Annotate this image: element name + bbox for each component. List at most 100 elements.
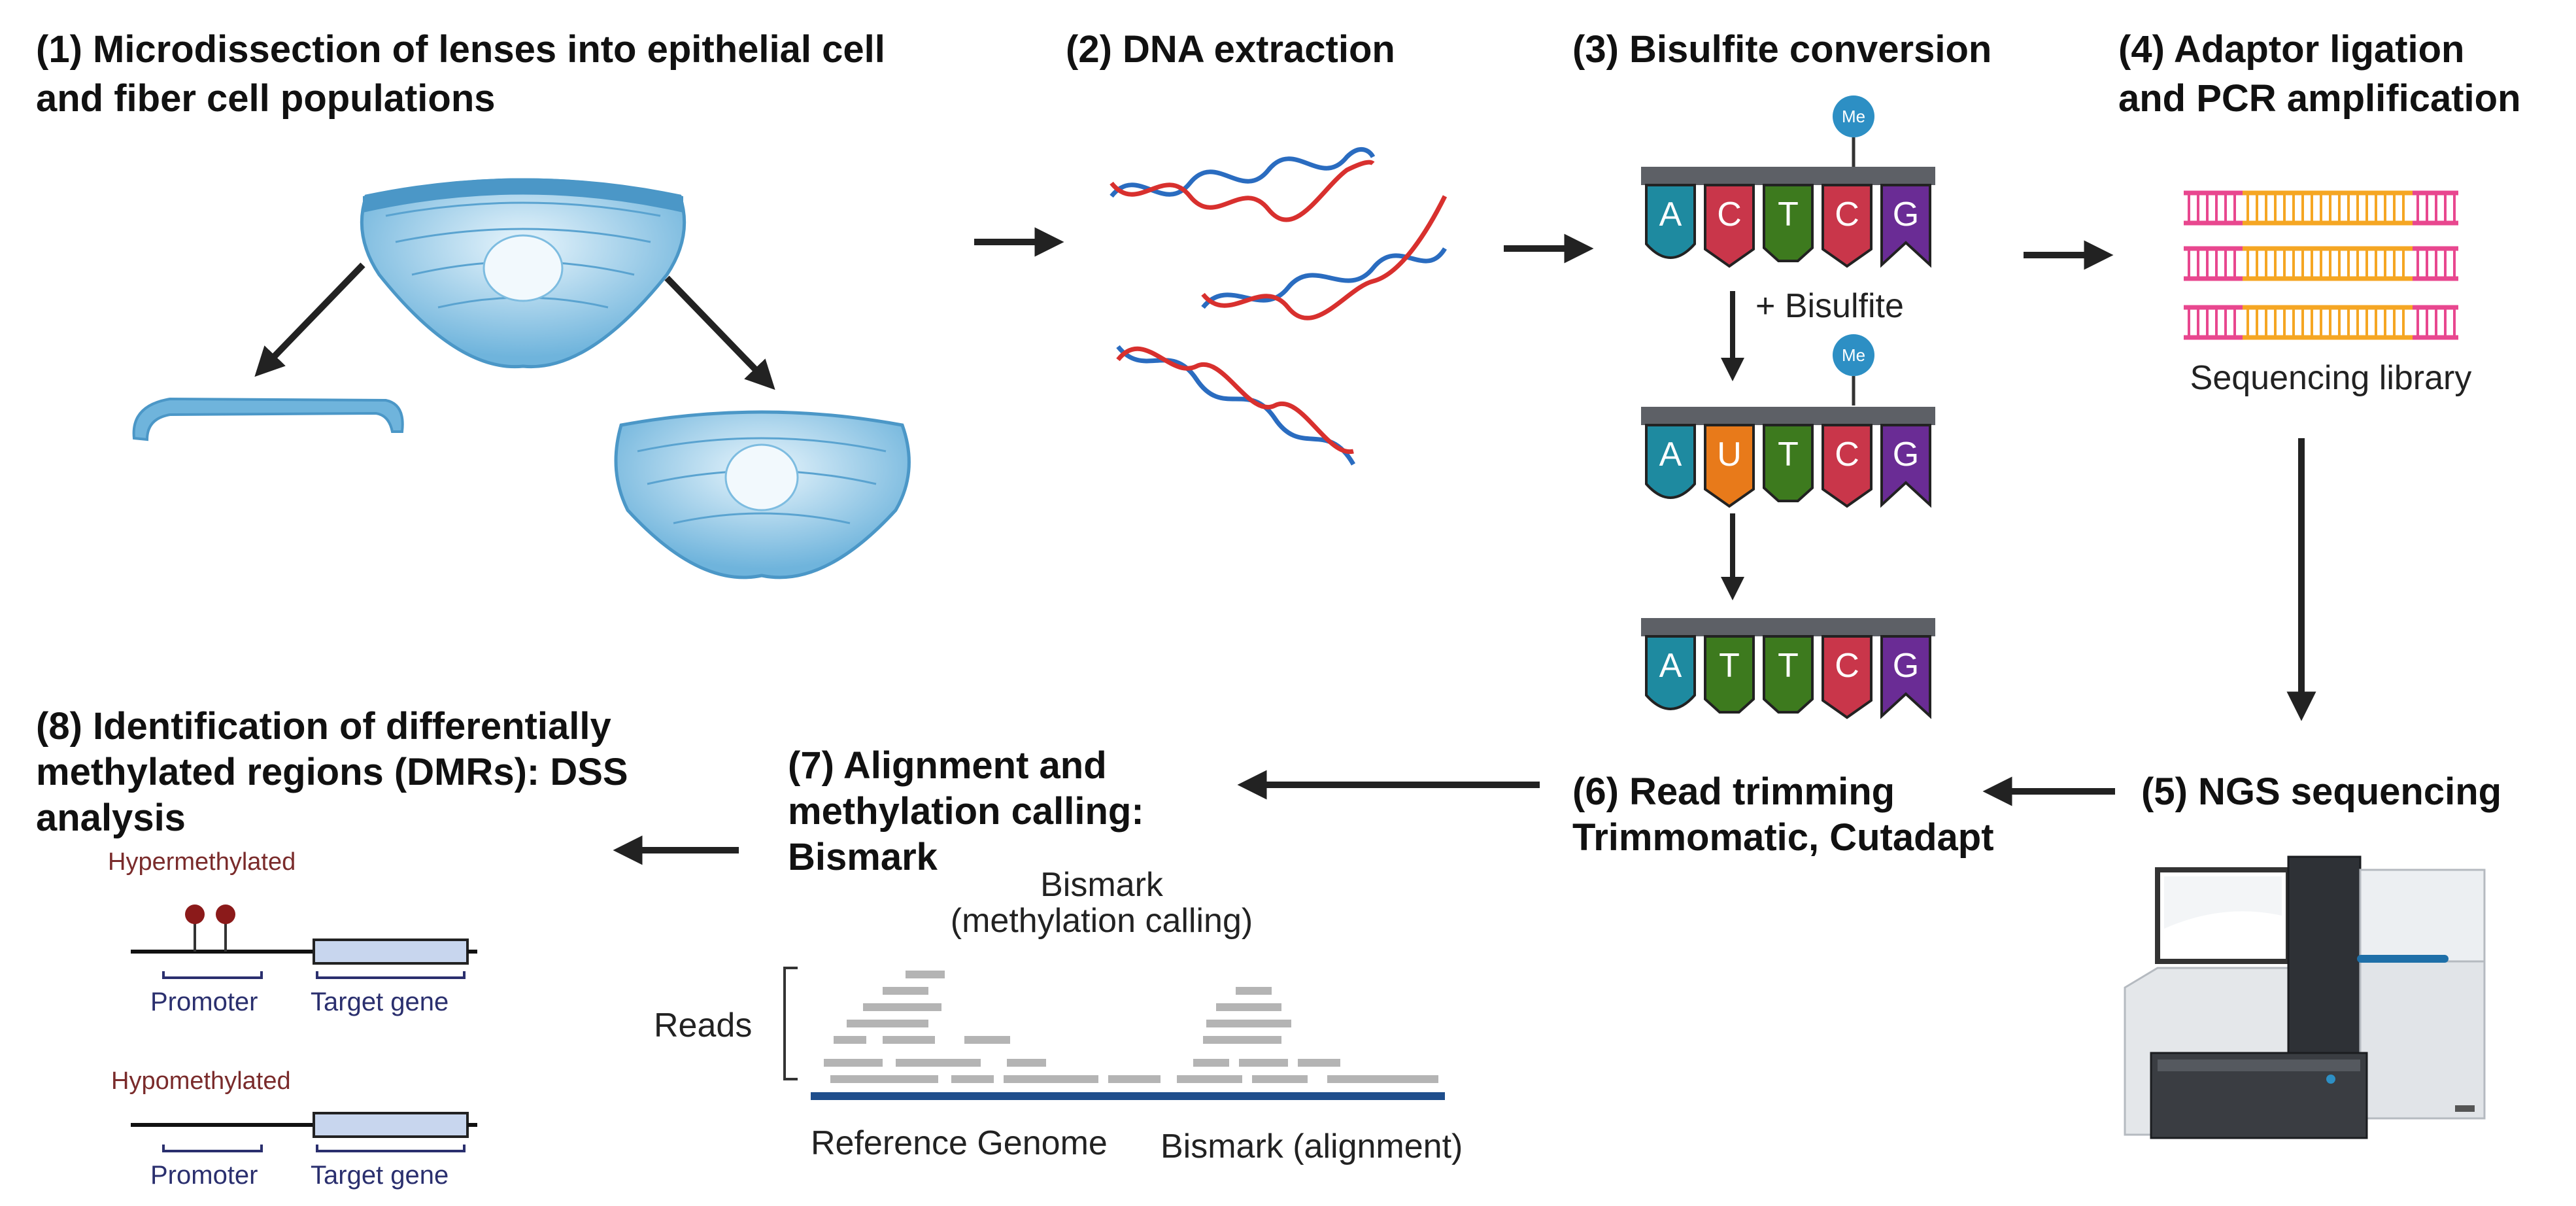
target-gene-box-2: [313, 1112, 469, 1138]
backbone-row1: [1641, 167, 1935, 185]
base-row3-3: [1822, 635, 1873, 719]
base-letter-row2-0: A: [1659, 436, 1682, 474]
hypomethylated-locus: [131, 1112, 477, 1152]
read-2: [863, 1003, 941, 1011]
methylation-pin-1: [185, 904, 205, 924]
dna-strand-1: [1110, 147, 1376, 222]
base-letter-row3-1: T: [1719, 647, 1740, 685]
arrow-to-fiber: [664, 275, 775, 390]
promoter-label-1: Promoter: [150, 988, 258, 1016]
bismark-calling-line2: (methylation calling): [951, 902, 1253, 940]
hypermethylated-label: Hypermethylated: [108, 848, 296, 876]
base-letter-row2-4: G: [1893, 436, 1919, 474]
base-letter-row1-3: C: [1835, 196, 1859, 233]
library-fragment-1: [2184, 246, 2458, 281]
aligned-reads: [824, 971, 1438, 1083]
base-letter-row3-0: A: [1659, 647, 1682, 685]
base-row1-2: [1763, 184, 1814, 262]
base-row2-2: [1763, 424, 1814, 502]
reference-genome-label: Reference Genome: [811, 1124, 1108, 1162]
library-fragment-2: [2184, 305, 2458, 340]
methylation-pin-2: [216, 904, 235, 924]
read-8: [896, 1059, 981, 1067]
reference-genome-bar: [811, 1092, 1445, 1100]
read-10: [830, 1075, 938, 1083]
read-20: [1298, 1059, 1340, 1067]
step7-title-line2: methylation calling:: [788, 790, 1144, 833]
hypomethylated-label: Hypomethylated: [111, 1067, 291, 1095]
step8-title-line3: analysis: [36, 797, 186, 839]
step7-title-line3: Bismark: [788, 836, 938, 878]
base-row2-3: [1822, 424, 1873, 508]
step4-title-line1: (4) Adaptor ligation: [2118, 28, 2464, 71]
step7-title-line1: (7) Alignment and: [788, 744, 1107, 787]
base-row3-0: [1645, 635, 1696, 710]
read-16: [1206, 1020, 1291, 1027]
base-row3-1: [1704, 635, 1755, 714]
step6-title-line2: Trimmomatic, Cutadapt: [1572, 816, 1994, 859]
target-gene-label-2: Target gene: [311, 1161, 449, 1190]
read-14: [1236, 987, 1272, 995]
bismark-calling-line1: Bismark: [1040, 866, 1164, 904]
epithelial-cell-layer: [132, 397, 404, 441]
methyl-label-2: Me: [1842, 345, 1865, 365]
read-21: [1177, 1075, 1242, 1083]
base-letter-row1-1: C: [1717, 196, 1742, 233]
read-19: [1239, 1059, 1288, 1067]
read-11: [951, 1075, 994, 1083]
read-5: [883, 1036, 935, 1044]
promoter-label-2: Promoter: [150, 1161, 258, 1190]
dna-strand-3: [1116, 345, 1356, 466]
step6-title-line1: (6) Read trimming: [1572, 770, 1895, 813]
methyl-group-1: Me: [1833, 95, 1874, 167]
target-gene-box-1: [313, 939, 469, 965]
base-row2-0: [1645, 424, 1696, 499]
backbone-row3: [1641, 618, 1935, 636]
step5-title: (5) NGS sequencing: [2141, 770, 2501, 813]
library-fragment-0: [2184, 190, 2458, 226]
read-23: [1327, 1075, 1438, 1083]
methyl-group-2: Me: [1833, 334, 1874, 405]
read-1: [883, 987, 928, 995]
sequencing-library-fragments: [2184, 190, 2458, 340]
base-row2-4: [1880, 424, 1931, 508]
whole-lens-illustration: [360, 178, 686, 369]
backbone-row2: [1641, 407, 1935, 425]
hypermethylated-locus: [131, 904, 477, 979]
ngs-sequencer: [2124, 855, 2486, 1139]
bismark-alignment-label: Bismark (alignment): [1161, 1128, 1463, 1165]
base-row3-4: [1880, 635, 1931, 719]
step2-title: (2) DNA extraction: [1066, 28, 1395, 71]
read-4: [834, 1036, 866, 1044]
read-13: [1108, 1075, 1161, 1083]
library-label: Sequencing library: [2190, 359, 2472, 397]
base-row1-4: [1880, 184, 1931, 268]
reads-bracket: [783, 967, 798, 1080]
read-12: [1004, 1075, 1098, 1083]
step3-title: (3) Bisulfite conversion: [1572, 28, 1991, 71]
base-letter-row2-1: U: [1717, 436, 1742, 474]
reads-label: Reads: [654, 1007, 752, 1044]
read-18: [1193, 1059, 1229, 1067]
step1-title-line1: (1) Microdissection of lenses into epith…: [36, 28, 885, 71]
dna-strand-2: [1201, 195, 1448, 320]
read-22: [1252, 1075, 1308, 1083]
target-gene-label-1: Target gene: [311, 988, 449, 1016]
base-letter-row2-2: T: [1778, 436, 1799, 474]
fiber-cell-lens: [614, 410, 911, 579]
base-row3-2: [1763, 635, 1814, 714]
base-letter-row2-3: C: [1835, 436, 1859, 474]
step4-title-line2: and PCR amplification: [2118, 77, 2521, 120]
base-row1-1: [1704, 184, 1755, 268]
bisulfite-label: + Bisulfite: [1755, 287, 1904, 325]
step1-title-line2: and fiber cell populations: [36, 77, 496, 120]
read-9: [1007, 1059, 1046, 1067]
base-letter-row1-2: T: [1778, 196, 1799, 233]
read-6: [964, 1036, 1010, 1044]
base-row2-1: [1704, 424, 1755, 508]
arrow-to-epithelial: [254, 262, 365, 377]
